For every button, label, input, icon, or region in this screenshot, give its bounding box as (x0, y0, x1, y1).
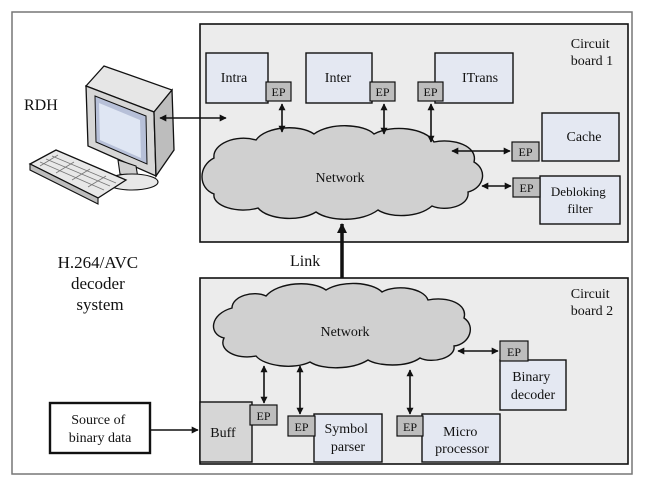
board2-title-line2: board 2 (571, 304, 613, 319)
symbol-parser-line2: parser (331, 440, 366, 455)
module-symbol-parser (313, 413, 383, 463)
ep-intra-label: EP (271, 85, 285, 99)
board2-title-line1: Circuit (571, 287, 610, 302)
module-inter-label: Inter (325, 71, 352, 86)
ep-itrans (417, 81, 444, 102)
module-binary-decoder (499, 359, 567, 411)
module-intra (205, 52, 269, 104)
module-intra-label: Intra (221, 71, 248, 86)
ep-micro-processor (396, 415, 424, 437)
computer-icon (28, 65, 175, 205)
source-line1: Source of (71, 413, 125, 428)
module-cache (541, 112, 620, 162)
module-buff (199, 401, 253, 463)
ep-symbol-parser-label: EP (294, 420, 308, 434)
system-label-line1: H.264/AVC (58, 253, 138, 272)
ep-deblocking-label: EP (519, 181, 533, 195)
micro-processor-line2: processor (435, 442, 489, 457)
source-binary-data-label: Source of binary data (69, 413, 132, 446)
module-micro-processor-label: Micro processor (435, 425, 489, 457)
board1-title-line2: board 1 (571, 54, 613, 69)
module-buff-label: Buff (210, 426, 236, 441)
network-cloud-2 (212, 282, 472, 369)
module-deblocking-label: Debloking filter (551, 184, 609, 216)
deblocking-line1: Debloking (551, 184, 606, 199)
outer-frame (11, 11, 633, 475)
module-binary-decoder-label: Binary decoder (511, 370, 556, 403)
ep-symbol-parser (287, 415, 316, 437)
ep-intra (265, 81, 292, 102)
symbol-parser-line1: Symbol (324, 422, 368, 437)
ep-deblocking (512, 177, 541, 198)
network-cloud-1 (201, 125, 484, 220)
ep-cache-label: EP (518, 145, 532, 159)
binary-decoder-line1: Binary (512, 370, 550, 385)
ep-binary-decoder (499, 340, 529, 362)
ep-micro-processor-label: EP (403, 420, 417, 434)
ep-buff-label: EP (256, 409, 270, 423)
module-cache-label: Cache (567, 130, 602, 145)
ep-itrans-label: EP (423, 85, 437, 99)
ep-binary-decoder-label: EP (507, 345, 521, 359)
module-itrans-label: ITrans (462, 71, 498, 86)
source-binary-data-box (48, 401, 152, 455)
rdh-label: RDH (24, 97, 58, 114)
ep-inter (369, 81, 396, 102)
binary-decoder-line2: decoder (511, 388, 556, 403)
network-2-label: Network (321, 325, 370, 340)
board1-title-line1: Circuit (571, 37, 610, 52)
ep-cache (511, 141, 540, 162)
board2-title: Circuit board 2 (571, 287, 613, 319)
system-label-line3: system (76, 295, 123, 314)
link-label: Link (290, 253, 320, 270)
ep-buff (249, 404, 278, 426)
module-symbol-parser-label: Symbol parser (324, 422, 371, 455)
system-label-line2: decoder (71, 274, 125, 293)
ep-inter-label: EP (375, 85, 389, 99)
system-label: H.264/AVC decoder system (58, 253, 143, 314)
board1-title: Circuit board 1 (571, 37, 613, 69)
deblocking-line2: filter (567, 201, 593, 216)
source-line2: binary data (69, 431, 132, 446)
module-deblocking-filter (539, 175, 621, 225)
module-inter (305, 52, 373, 104)
module-micro-processor (421, 413, 501, 463)
micro-processor-line1: Micro (443, 425, 477, 440)
module-itrans (434, 52, 514, 104)
network-1-label: Network (316, 171, 365, 186)
